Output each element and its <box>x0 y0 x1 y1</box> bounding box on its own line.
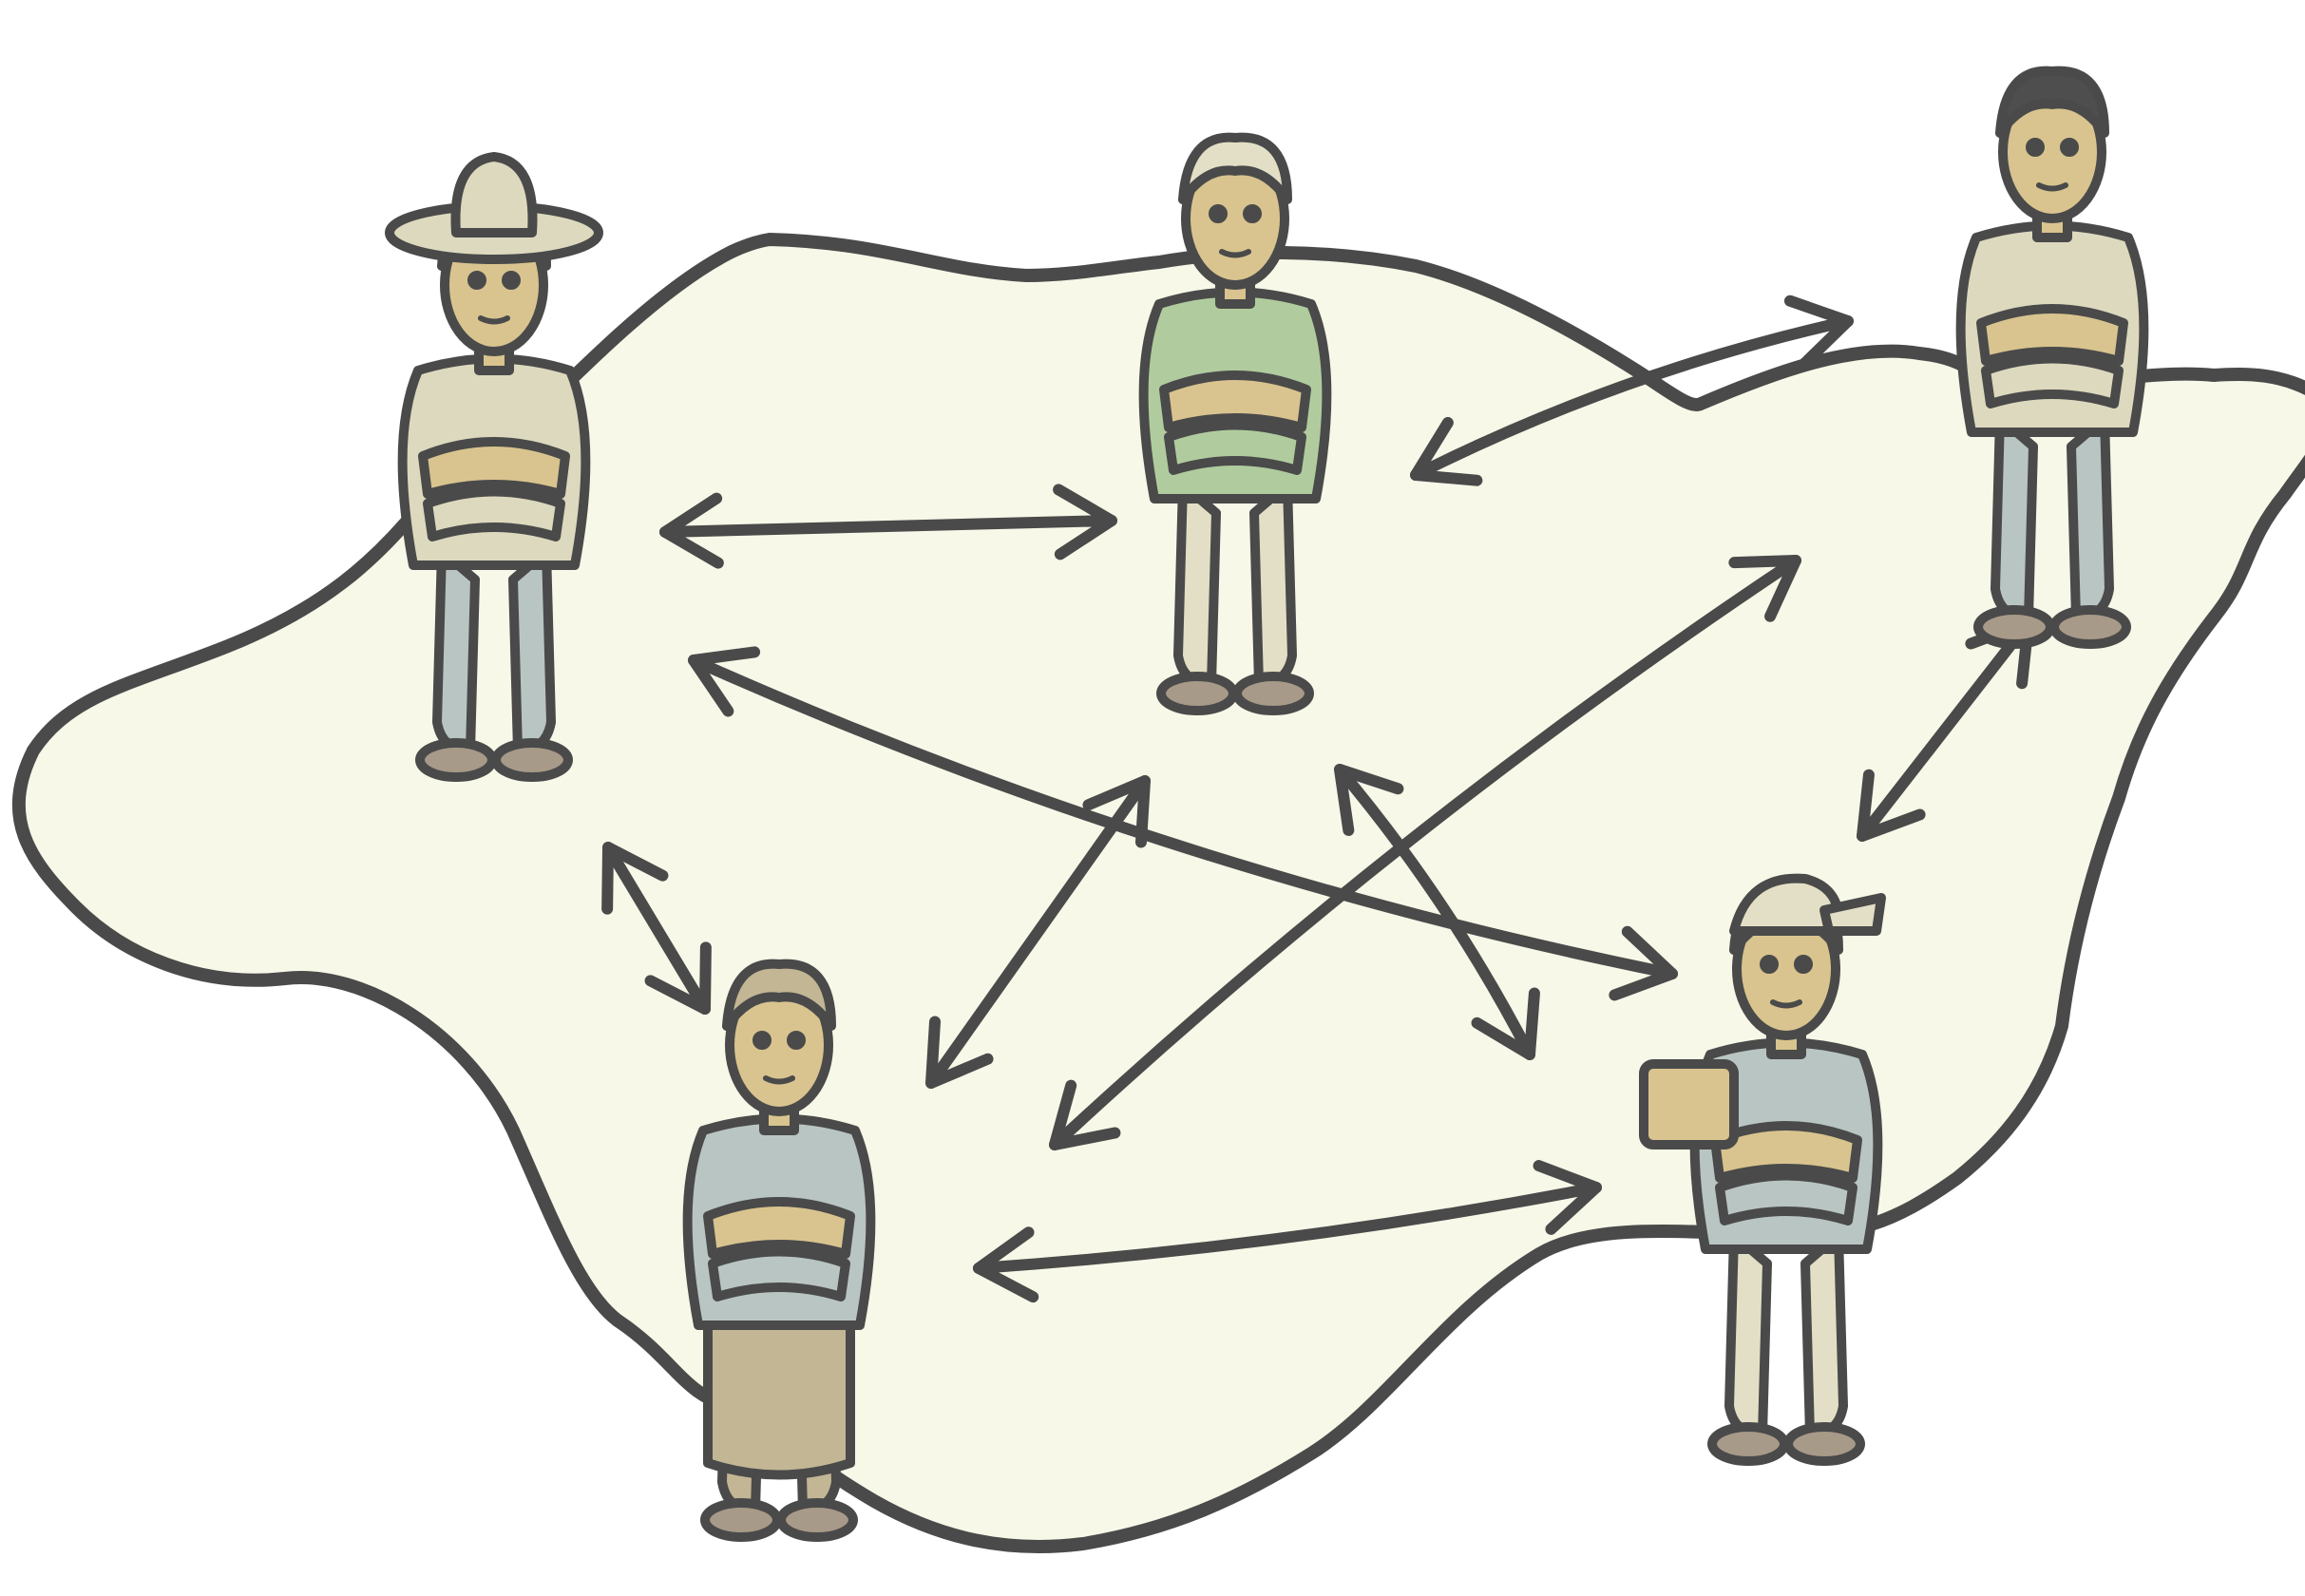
double-arrow-icon <box>1049 555 1801 1150</box>
arrowhead-icon <box>1609 925 1678 1001</box>
hair <box>1178 132 1292 204</box>
eye <box>787 1031 806 1050</box>
mouth <box>2036 182 2068 192</box>
shoe <box>1707 1422 1789 1466</box>
shoe <box>1783 1422 1865 1466</box>
leg <box>1249 480 1297 689</box>
eye <box>467 271 486 290</box>
double-arrow-icon <box>688 646 1678 1001</box>
arrowhead-icon <box>1857 769 1926 842</box>
eye <box>502 271 521 290</box>
arrow-shaft <box>1410 315 1854 481</box>
arrowhead-icon <box>1053 484 1117 560</box>
forearm <box>423 486 565 542</box>
arrow-shaft <box>1857 617 2034 842</box>
double-arrow-icon <box>973 1160 1602 1303</box>
shoe <box>491 738 573 782</box>
eye <box>1243 204 1262 223</box>
double-arrow-icon <box>659 484 1117 569</box>
arrow-shaft <box>925 775 1151 1089</box>
mouth <box>1219 249 1251 258</box>
forearm <box>708 1246 850 1302</box>
arrowhead-icon <box>1783 294 1854 370</box>
mouth <box>763 1075 795 1085</box>
double-arrow-icon <box>925 775 1151 1089</box>
arrowhead-icon <box>644 941 712 1015</box>
forearm <box>1164 420 1306 475</box>
arrowhead-icon <box>688 646 761 717</box>
arrowhead-icon <box>1728 555 1801 622</box>
forearm <box>1981 353 2124 408</box>
hair <box>722 959 836 1031</box>
person-with-cap-icon <box>1689 873 1886 1466</box>
leg <box>508 546 556 755</box>
hair <box>1995 66 2109 138</box>
arrowhead-icon <box>601 842 669 915</box>
eye <box>1209 204 1228 223</box>
arrow-shaft <box>1334 764 1535 1060</box>
bag-icon <box>1639 1059 1739 1150</box>
shoe <box>700 1498 782 1542</box>
skirt <box>703 1287 855 1480</box>
arrowhead-icon <box>1082 775 1151 848</box>
arrowhead-icon <box>659 492 724 569</box>
eye <box>2060 138 2079 157</box>
shoe <box>776 1498 858 1542</box>
leg <box>1991 413 2038 622</box>
shoe <box>415 738 497 782</box>
hat-crown <box>450 152 538 238</box>
shoe <box>1232 672 1314 715</box>
eye <box>2026 138 2045 157</box>
mouth <box>1770 999 1802 1009</box>
arrowhead-icon <box>1049 1079 1121 1150</box>
person-icon <box>682 959 876 1542</box>
leg <box>2067 413 2114 622</box>
person-icon <box>1955 66 2149 649</box>
double-arrow-icon <box>1334 764 1540 1060</box>
double-arrow-icon <box>1410 294 1854 486</box>
leg <box>1724 1230 1772 1439</box>
leg <box>1173 480 1221 689</box>
eye <box>1760 955 1779 974</box>
mouth <box>478 315 510 325</box>
person-icon <box>1138 132 1332 715</box>
arrow-shaft <box>659 515 1117 538</box>
arrow-shaft <box>973 1182 1602 1274</box>
leg <box>1800 1230 1848 1439</box>
eye <box>1794 955 1813 974</box>
eye <box>752 1031 772 1050</box>
crossed-arms <box>1976 304 2128 366</box>
shoe <box>1156 672 1238 715</box>
arrow-shaft <box>1049 555 1801 1150</box>
shoe <box>1973 605 2055 649</box>
person-with-hat-icon <box>385 152 603 782</box>
arrow-shaft <box>688 655 1678 979</box>
arrow-shaft <box>602 842 711 1015</box>
arrowhead-icon <box>1410 416 1483 486</box>
forearm <box>1715 1170 1857 1226</box>
people-group <box>385 66 2149 1542</box>
arrowhead-icon <box>1334 764 1404 836</box>
shoe <box>2049 605 2131 649</box>
leg <box>432 546 480 755</box>
arrowhead-icon <box>925 1016 994 1089</box>
crossed-arms <box>1710 1121 1862 1183</box>
arrowhead-icon <box>1471 987 1540 1060</box>
connection-arrows <box>601 294 2034 1303</box>
crossed-arms <box>418 437 570 499</box>
crossed-arms <box>703 1197 855 1259</box>
double-arrow-icon <box>601 842 712 1015</box>
cap-visor <box>1819 893 1886 936</box>
arrowhead-icon <box>1533 1160 1602 1235</box>
arrowhead-icon <box>973 1226 1039 1303</box>
crossed-arms <box>1159 370 1311 432</box>
